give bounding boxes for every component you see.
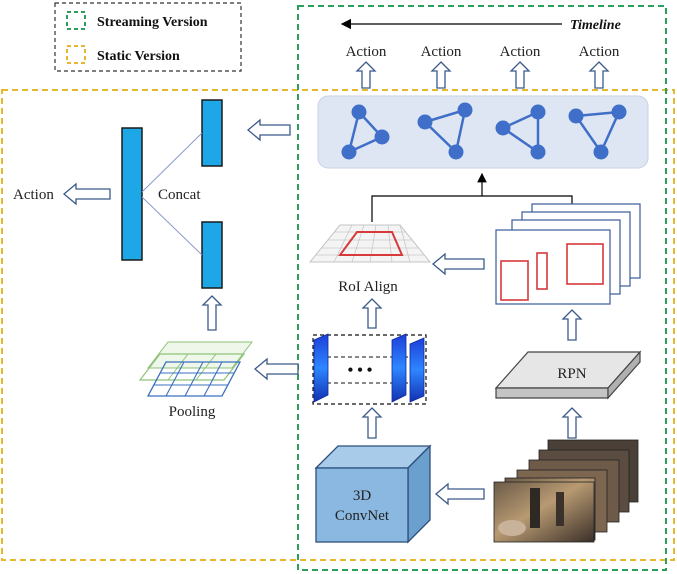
pooling-label: Pooling [169, 404, 216, 420]
up-arrow-icon [561, 309, 583, 341]
up-arrow-icon [355, 61, 377, 89]
proposal-box [536, 252, 548, 290]
action-label-3: Action [500, 44, 541, 60]
left-arrow-icon [246, 118, 291, 142]
proposal-box [566, 243, 604, 285]
convnet-cube-icon: 3D ConvNet [314, 444, 432, 544]
roi-align-grid-icon [308, 224, 432, 263]
pooling-grid-icon [138, 341, 254, 397]
action-label-2: Action [421, 44, 462, 60]
left-action-label: Action [13, 187, 54, 203]
up-arrow-icon [361, 407, 383, 439]
ellipsis-label: • • • [348, 362, 373, 379]
up-arrow-icon [561, 407, 583, 439]
graph-panel [317, 95, 649, 169]
left-arrow-icon [431, 252, 485, 276]
up-arrow-icon [201, 295, 223, 331]
static-legend-label: Static Version [97, 49, 180, 64]
timeline: Timeline [340, 18, 621, 33]
heatmap-slice [409, 337, 425, 403]
top-actions: Action Action Action Action [346, 44, 620, 89]
graph-feature-bar [201, 99, 223, 167]
left-arrow-icon [62, 182, 111, 206]
action-label-1: Action [346, 44, 387, 60]
relation-graph-icon [341, 104, 390, 160]
pooled-feature-bar [201, 221, 223, 289]
roi-align-label: RoI Align [338, 279, 398, 295]
proposal-box [500, 260, 529, 301]
streaming-legend-label: Streaming Version [97, 15, 208, 30]
up-arrow-icon [588, 61, 610, 89]
left-arrow-icon [434, 482, 485, 506]
action-label-4: Action [579, 44, 620, 60]
relation-graph-icon [417, 102, 473, 160]
video-frames-icon [493, 439, 639, 543]
rpn-label: RPN [557, 366, 586, 382]
feature-maps-frame [312, 334, 427, 405]
heatmap-slice [391, 333, 407, 403]
concat-module: Concat [121, 99, 223, 289]
legend: Streaming Version Static Version [54, 2, 242, 72]
relation-graph-icon [495, 104, 546, 160]
concat-output-bar [121, 127, 143, 261]
proposal-frame-front [495, 229, 611, 305]
static-legend-swatch [66, 45, 86, 64]
heatmap-slice [313, 333, 329, 403]
timeline-label: Timeline [570, 18, 621, 33]
proposal-frames [495, 203, 641, 305]
feature-maps: • • • [312, 333, 427, 405]
streaming-legend-swatch [66, 11, 86, 30]
streaming-version-region [297, 5, 667, 571]
convnet-label-line1: 3D [353, 488, 372, 504]
left-arrow-icon [253, 357, 299, 381]
up-arrow-icon [509, 61, 531, 89]
static-version-region [1, 89, 675, 561]
up-arrow-icon [430, 61, 452, 89]
relation-graph-icon [568, 104, 627, 160]
up-arrow-icon [361, 298, 383, 329]
convnet-label-line2: ConvNet [335, 508, 390, 524]
rpn-block: RPN [494, 350, 642, 400]
concat-label: Concat [158, 187, 201, 203]
